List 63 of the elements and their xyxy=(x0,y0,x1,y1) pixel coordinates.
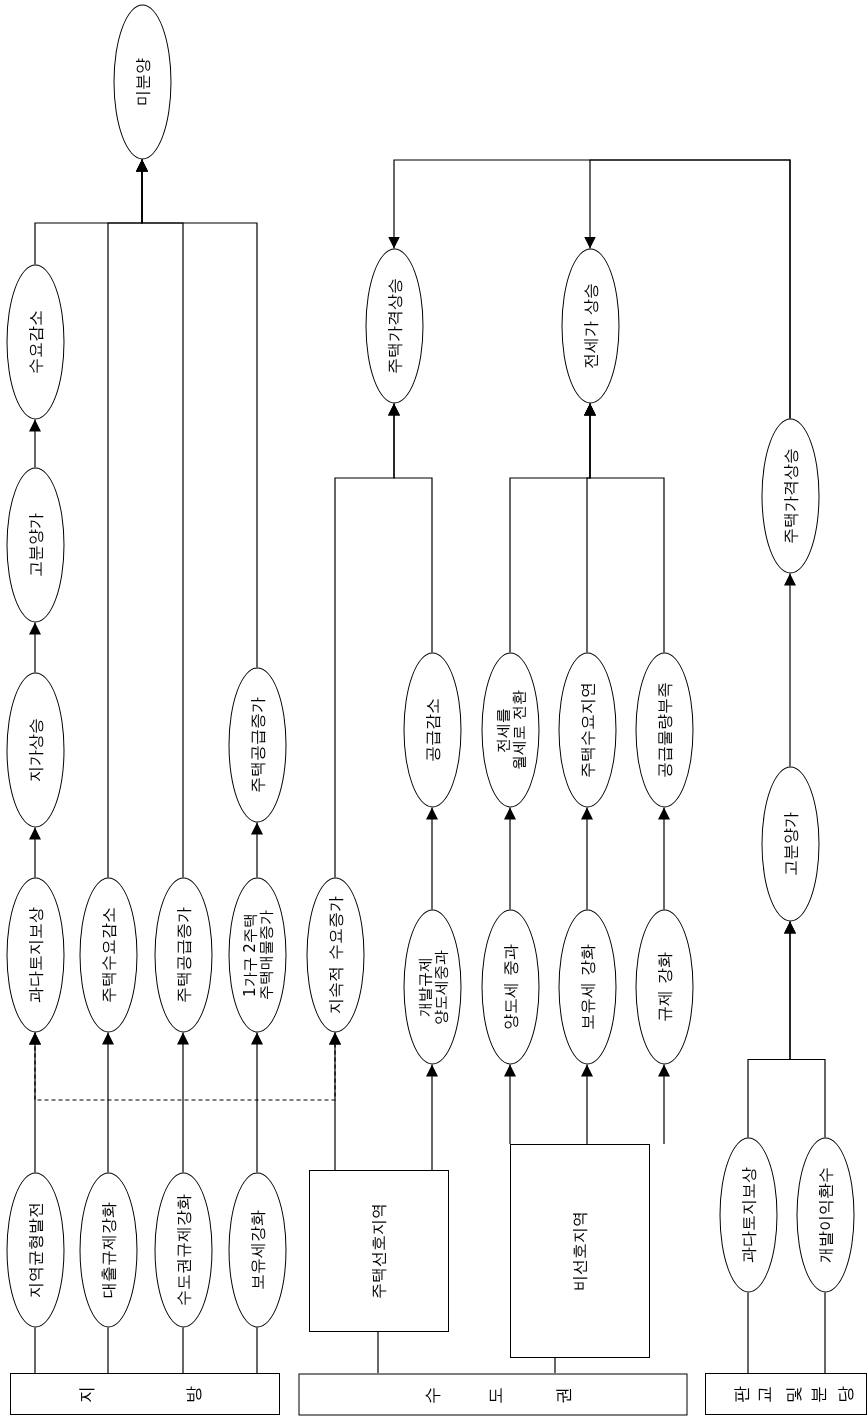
ellipse-node: 주택공급증가 xyxy=(228,667,286,823)
ellipse-node: 1가구 2주택 주택매물증가 xyxy=(228,877,286,1033)
ellipse-node: 규제 강화 xyxy=(635,909,693,1065)
ellipse-node: 전세를 월세로 전환 xyxy=(481,652,539,808)
ellipse-node: 과다토지보상 xyxy=(719,1137,777,1293)
arrow xyxy=(504,806,516,911)
connector-line xyxy=(554,1357,556,1374)
arrow xyxy=(29,621,41,674)
arrow xyxy=(658,806,670,911)
ellipse-node: 지가상승 xyxy=(6,672,64,828)
arrow xyxy=(581,806,593,911)
ellipse-node: 주택공급증가 xyxy=(154,877,212,1033)
arrow xyxy=(426,806,438,911)
arrow xyxy=(177,1031,189,1174)
connector-line xyxy=(182,1326,184,1374)
ellipse-node: 지역균형발전 xyxy=(6,1172,64,1328)
ellipse-node: 양도세 중과 xyxy=(481,909,539,1065)
ellipse-node: 주택가격상승 xyxy=(365,248,423,404)
arrow xyxy=(426,1063,438,1171)
connector-line xyxy=(377,1331,379,1374)
arrow xyxy=(584,159,791,420)
arrow xyxy=(658,1063,670,1145)
arrow xyxy=(388,402,433,654)
ellipse-node: 대출규제강화 xyxy=(79,1172,137,1328)
connector-line xyxy=(256,1326,258,1374)
ellipse-node: 주택수요지연 xyxy=(558,652,616,808)
arrow xyxy=(581,1063,593,1145)
ellipse-node: 고분양가 xyxy=(761,766,819,922)
arrow xyxy=(251,1031,263,1174)
ellipse-node: 고분양가 xyxy=(6,467,64,623)
ellipse-node: 수요감소 xyxy=(6,264,64,420)
category-box: 지 방 xyxy=(10,1373,280,1415)
arrow xyxy=(784,572,796,768)
arrow xyxy=(29,418,41,469)
region-box: 주택선호지역 xyxy=(309,1170,449,1332)
arrow xyxy=(504,1063,516,1145)
connector-line xyxy=(824,1291,826,1374)
connector-line xyxy=(107,1326,109,1374)
region-box: 비선호지역 xyxy=(510,1144,650,1358)
arrow xyxy=(251,821,263,879)
ellipse-node: 개발규제 양도세중과 xyxy=(403,909,461,1065)
category-box: 수 도 권 xyxy=(298,1373,687,1415)
arrow xyxy=(136,158,258,669)
ellipse-node: 개발이익환수 xyxy=(796,1137,854,1293)
arrow xyxy=(29,826,41,879)
ellipse-node: 공급물량부족 xyxy=(635,652,693,808)
ellipse-node: 미분양 xyxy=(113,4,171,160)
arrow xyxy=(784,920,826,1139)
ellipse-node: 보유세강화 xyxy=(228,1172,286,1328)
ellipse-node: 수도권규제강화 xyxy=(154,1172,212,1328)
arrow xyxy=(584,402,665,654)
connector-line xyxy=(34,1326,36,1374)
connector-line xyxy=(747,1291,749,1374)
ellipse-node: 지속적 수요증가 xyxy=(306,877,364,1033)
dashed-arrow xyxy=(29,1031,341,1101)
ellipse-node: 공급감소 xyxy=(403,652,461,808)
ellipse-node: 주택가격상승 xyxy=(761,418,819,574)
ellipse-node: 보유세 강화 xyxy=(558,909,616,1065)
ellipse-node: 주택수요감소 xyxy=(79,877,137,1033)
arrow xyxy=(102,1031,114,1174)
category-box: 판교및분당 xyxy=(705,1373,867,1415)
ellipse-node: 전세가 상승 xyxy=(561,248,619,404)
ellipse-node: 과다토지보상 xyxy=(6,877,64,1033)
